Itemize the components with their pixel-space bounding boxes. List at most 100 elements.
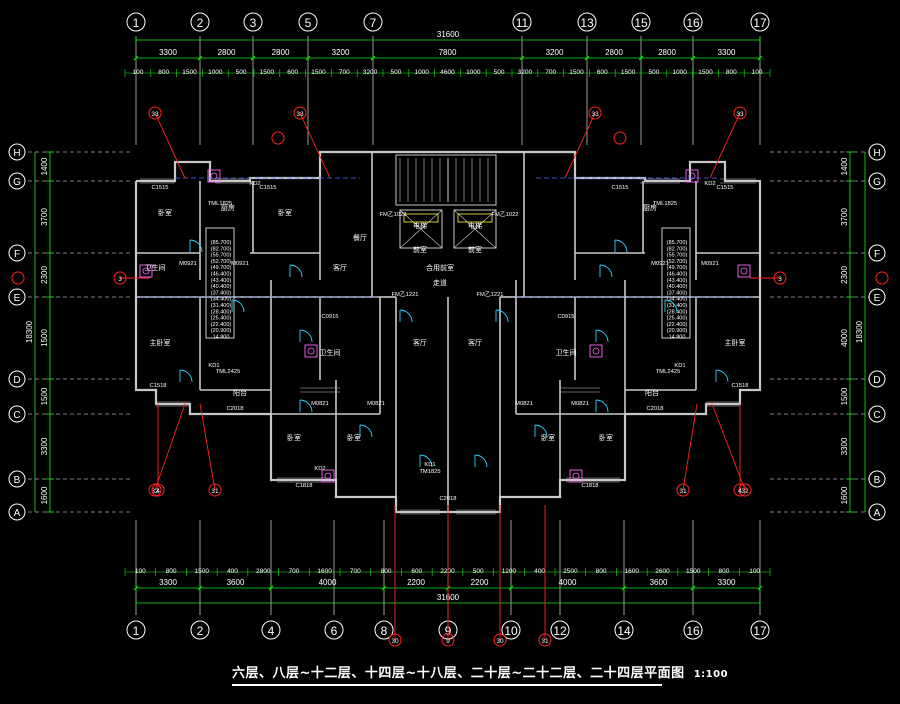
axis-label-left: A	[14, 508, 21, 519]
callout-number: 4	[156, 488, 160, 495]
shaft-left	[205, 227, 235, 339]
top-dim-row2-value: 1500	[260, 69, 275, 76]
elevation-left: (34.400)	[211, 297, 232, 303]
bottom-dim-row2-value: 800	[596, 568, 607, 575]
axis-bubble-top	[243, 12, 263, 32]
bath-fixture	[321, 469, 335, 483]
axis-bubble-left	[8, 288, 26, 306]
elevator-car-1	[399, 209, 443, 249]
callout-leader	[709, 112, 741, 179]
detail-marker	[875, 271, 889, 285]
callout-leader	[154, 112, 186, 179]
elevation-right: (28.400)	[667, 309, 688, 315]
detail-marker	[613, 131, 627, 145]
bath-fixture-bowl	[572, 472, 580, 480]
door-swing	[595, 399, 609, 413]
axis-label-bottom: 16	[686, 624, 700, 638]
callout-number: 33	[736, 111, 744, 118]
axis-bubble-right	[868, 405, 886, 423]
callout-number: 3	[118, 276, 122, 283]
element-tag: KD2	[704, 181, 715, 187]
callout-number: 31	[211, 488, 219, 495]
door-swing	[231, 299, 245, 313]
axis-label-right: E	[874, 293, 881, 304]
element-tag: TML2425	[656, 369, 681, 375]
elevation-right: (52.700)	[667, 259, 688, 265]
element-tag: KD2	[314, 466, 325, 472]
bath-fixture	[569, 469, 583, 483]
top-dim-row2-value: 1500	[698, 69, 713, 76]
bottom-dim-row1-value: 2200	[471, 578, 489, 587]
room-label: 卧室	[278, 208, 292, 217]
room-label: 卧室	[158, 208, 172, 217]
shaft-right	[661, 227, 691, 339]
elevation-left: (82.700)	[211, 246, 232, 252]
top-dim-row2-value: 1500	[621, 69, 636, 76]
axis-label-top: 5	[305, 16, 312, 30]
door-swing	[474, 454, 488, 468]
room-label: 卫生间	[145, 263, 166, 272]
axis-bubble-left	[8, 470, 26, 488]
top-dim-row2-value: 3200	[363, 69, 378, 76]
axis-label-bottom: 4	[268, 624, 275, 638]
element-tag: C2018	[439, 496, 456, 502]
callout-leader	[199, 403, 216, 491]
bottom-dim-row2-value: 400	[227, 568, 238, 575]
bottom-dim-row2-value: 1600	[625, 568, 640, 575]
element-tag: M0821	[571, 401, 589, 407]
axis-bubble-top	[512, 12, 532, 32]
room-label: 厨房	[643, 203, 657, 212]
element-tag: C0915	[557, 314, 574, 320]
axis-bubble-top	[631, 12, 651, 32]
element-tag: TM1825	[419, 469, 440, 475]
room-label: 厨房	[221, 203, 235, 212]
axis-label-right: G	[873, 177, 881, 188]
element-tag: C1818	[295, 483, 312, 489]
callout-bubble	[388, 633, 402, 647]
axis-label-top: 17	[753, 16, 767, 30]
axis-label-bottom: 14	[617, 624, 631, 638]
top-dim-row1-slash	[757, 55, 763, 61]
axis-bubble-top	[363, 12, 383, 32]
elevation-right: (22.400)	[667, 322, 688, 328]
axis-label-bottom: 10	[504, 624, 518, 638]
axis-bubble-left	[8, 503, 26, 521]
top-dim-row1-slash	[133, 55, 139, 61]
top-dim-row2-value: 4600	[440, 69, 455, 76]
room-label: 卫生间	[320, 348, 341, 357]
element-tag: FM乙1221	[476, 291, 503, 298]
bottom-dim-row1-value: 3600	[650, 578, 668, 587]
right-dim-value: 3300	[840, 437, 849, 455]
axis-bubble-left	[8, 244, 26, 262]
axis-label-bottom: 2	[197, 624, 204, 638]
axis-label-top: 11	[516, 16, 529, 30]
bottom-dim-row2-value: 100	[749, 568, 760, 575]
room-label: 卫生间	[556, 348, 577, 357]
top-dim-row2-value: 500	[494, 69, 505, 76]
bath-fixture-bowl	[740, 267, 748, 275]
elevation-right: (82.700)	[667, 246, 688, 252]
axis-label-right: A	[874, 508, 881, 519]
element-tag: C2018	[646, 406, 663, 412]
axis-label-right: B	[874, 475, 881, 486]
bath-fixture-bowl	[307, 347, 315, 355]
door-swing	[495, 309, 509, 323]
elevation-left: (55.700)	[211, 253, 232, 259]
axis-label-left: G	[13, 177, 21, 188]
axis-bubble-top	[190, 12, 210, 32]
bottom-dim-row1-value: 4000	[559, 578, 577, 587]
elevation-left: (31.400)	[211, 303, 232, 309]
room-label: 前室	[413, 245, 427, 254]
elevation-right: (46.400)	[667, 272, 688, 278]
callout-number: 33	[151, 111, 159, 118]
axis-label-top: 13	[580, 16, 594, 30]
axis-bubble-bottom	[126, 620, 146, 640]
right-dim-value: 2300	[840, 266, 849, 284]
callout-leader	[154, 403, 186, 491]
elevation-left: (25.400)	[211, 316, 232, 322]
element-tag: KD1	[674, 363, 685, 369]
callout-bubble	[293, 106, 307, 120]
room-label: 卧室	[287, 433, 301, 442]
elevation-left: (52.700)	[211, 259, 232, 265]
